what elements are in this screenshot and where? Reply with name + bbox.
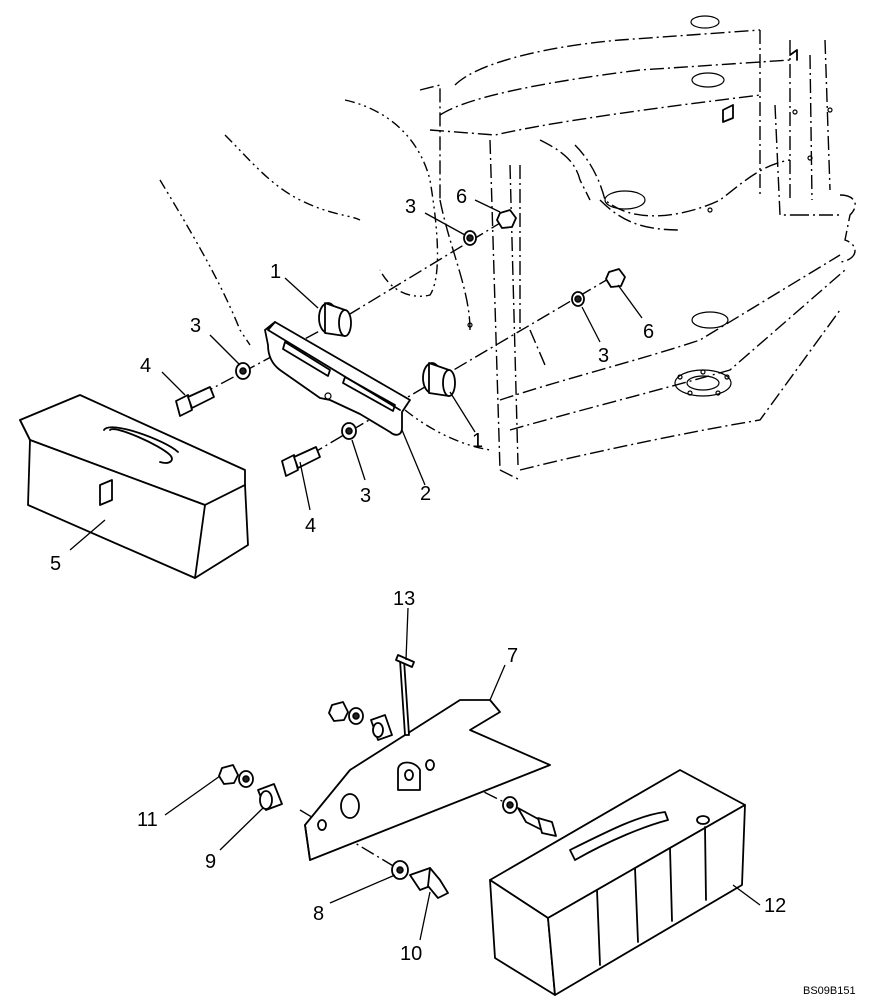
lower-hardware [218,701,557,899]
washers-upper [235,230,585,440]
callout-6-right: 6 [643,321,654,343]
callout-11: 11 [137,809,158,831]
callout-2: 2 [420,483,431,505]
callout-3-left: 3 [190,315,201,337]
tool-box-lower [489,769,746,996]
callout-9: 9 [205,851,216,873]
callout-7: 7 [507,645,518,667]
callout-6-top: 6 [456,186,467,208]
drawing-reference-code: BS09B151 [803,985,856,997]
lock-pin [395,654,415,736]
callout-12: 12 [764,895,786,917]
nuts-upper [496,209,626,288]
callout-5: 5 [50,553,61,575]
callout-3-right: 3 [598,345,609,367]
callout-10: 10 [400,943,422,965]
callout-4-upper: 4 [140,355,151,377]
upper-mounting-bracket [264,321,411,436]
callout-3-bottom: 3 [360,485,371,507]
rubber-mounts [318,302,456,397]
callout-1-lower: 1 [472,430,483,452]
tool-box-closed [19,394,249,579]
callout-13: 13 [393,588,415,610]
leader-lines [69,199,761,941]
lower-mounting-bracket [304,699,551,861]
callout-labels: 1 1 2 3 3 3 3 4 4 5 6 6 7 8 9 10 11 12 1… [50,186,786,965]
machine-frame-phantom [159,15,856,481]
callout-3-top: 3 [405,196,416,218]
callout-4-lower: 4 [305,515,316,537]
callout-8: 8 [313,903,324,925]
callout-1-upper: 1 [270,261,281,283]
